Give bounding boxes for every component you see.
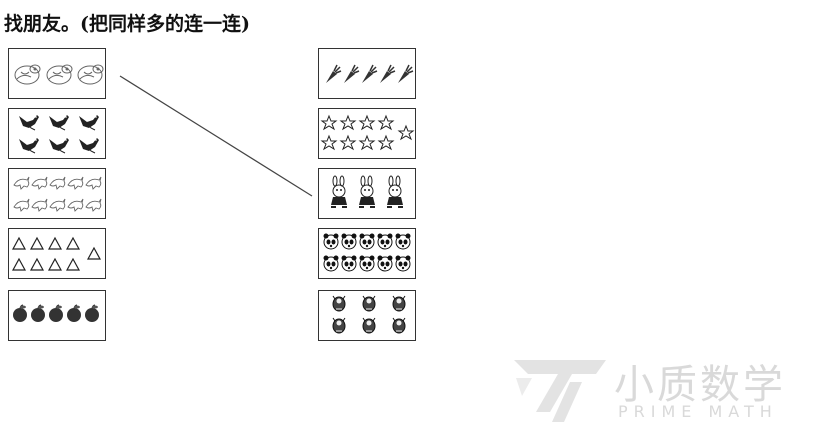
dolphin-icon: [67, 198, 84, 212]
panda-group: [323, 233, 411, 272]
rabbit-group: [331, 175, 403, 208]
chick-icon: [392, 317, 406, 334]
bird-icon: [79, 115, 99, 131]
star-icon: [358, 134, 376, 151]
bird-icon: [19, 138, 39, 154]
star-icon: [377, 134, 395, 151]
apple-icon: [49, 304, 63, 322]
triangle-icon: [86, 246, 102, 260]
panda-icon: [395, 255, 411, 272]
dolphin-icon: [31, 198, 48, 212]
watermark-brand-cn: 小质数学: [614, 362, 786, 408]
right-box-carrots[interactable]: [318, 48, 416, 99]
dolphin-icon: [85, 198, 102, 212]
panda-icon: [323, 233, 339, 250]
bird-icon: [49, 115, 69, 131]
chick-icon: [362, 295, 376, 312]
cat-icon: [77, 64, 104, 85]
triangle-icon: [29, 236, 45, 250]
dolphin-icon: [85, 176, 102, 190]
chick-icon: [332, 295, 346, 312]
chick-icon: [362, 317, 376, 334]
star-icon: [320, 114, 338, 131]
star-icon: [320, 134, 338, 151]
star-icon: [339, 114, 357, 131]
panda-icon: [395, 233, 411, 250]
triangle-group: [11, 236, 102, 271]
rabbit-icon: [387, 175, 403, 208]
rabbit-icon: [331, 175, 347, 208]
left-box-birds[interactable]: [8, 108, 106, 159]
carrot-icon: [344, 64, 360, 83]
bird-icon: [49, 138, 69, 154]
apple-icon: [67, 304, 81, 322]
triangle-icon: [47, 236, 63, 250]
bird-icon: [19, 115, 39, 131]
chick-icon: [392, 295, 406, 312]
carrot-icon: [398, 64, 414, 83]
triangle-icon: [65, 236, 81, 250]
star-icon: [339, 134, 357, 151]
panda-icon: [323, 255, 339, 272]
panda-icon: [359, 255, 375, 272]
carrot-icon: [380, 64, 396, 83]
cat-icon: [14, 64, 41, 85]
triangle-icon: [47, 257, 63, 271]
left-box-triangles[interactable]: [8, 228, 106, 279]
connection-line: [119, 75, 313, 197]
dolphin-icon: [31, 176, 48, 190]
watermark-logo-icon: [514, 360, 606, 422]
star-icon: [377, 114, 395, 131]
panda-icon: [341, 255, 357, 272]
triangle-icon: [11, 236, 27, 250]
triangle-icon: [29, 257, 45, 271]
panda-icon: [359, 233, 375, 250]
apple-icon: [31, 304, 45, 322]
carrot-group: [326, 64, 414, 83]
cat-icon: [46, 64, 73, 85]
instruction-text: 找朋友。(把同样多的连一连): [4, 13, 250, 35]
left-box-dolphins[interactable]: [8, 168, 106, 219]
right-box-rabbits[interactable]: [318, 168, 416, 219]
dolphin-icon: [13, 176, 30, 190]
star-icon: [397, 124, 415, 141]
right-box-pandas[interactable]: [318, 228, 416, 279]
star-icon: [358, 114, 376, 131]
dolphin-icon: [49, 198, 66, 212]
right-box-stars[interactable]: [318, 108, 416, 159]
triangle-icon: [65, 257, 81, 271]
panda-icon: [377, 233, 393, 250]
panda-icon: [377, 255, 393, 272]
star-group: [320, 114, 415, 151]
dolphin-icon: [13, 198, 30, 212]
dolphin-icon: [67, 176, 84, 190]
dolphin-icon: [49, 176, 66, 190]
panda-icon: [341, 233, 357, 250]
bird-group: [19, 115, 99, 154]
watermark: 小质数学 PRIME MATH: [510, 352, 830, 432]
apple-group: [13, 304, 99, 322]
left-box-cats[interactable]: [8, 48, 106, 99]
carrot-icon: [326, 64, 342, 83]
apple-icon: [85, 304, 99, 322]
carrot-icon: [362, 64, 378, 83]
right-box-chicks[interactable]: [318, 290, 416, 341]
dolphin-group: [13, 176, 102, 212]
watermark-brand-en: PRIME MATH: [618, 402, 778, 421]
cat-group: [14, 64, 104, 85]
bird-icon: [79, 138, 99, 154]
rabbit-icon: [359, 175, 375, 208]
triangle-icon: [11, 257, 27, 271]
apple-icon: [13, 304, 27, 322]
chick-group: [332, 295, 406, 334]
left-box-apples[interactable]: [8, 290, 106, 341]
chick-icon: [332, 317, 346, 334]
